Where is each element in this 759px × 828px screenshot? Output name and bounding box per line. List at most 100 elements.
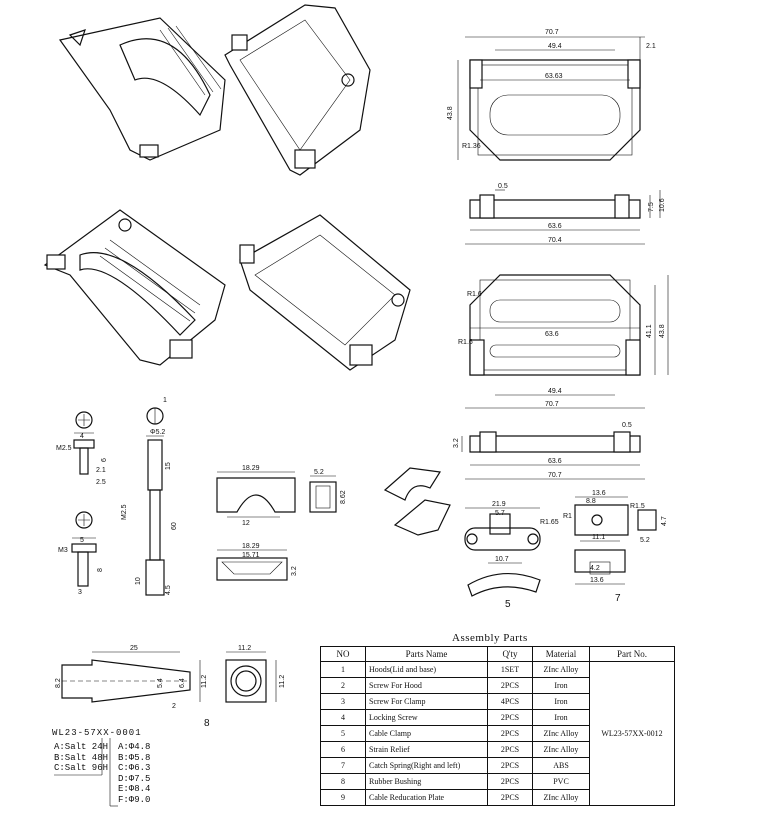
salt-option: B:Salt 48H — [54, 752, 109, 763]
cell-name: Hoods(Lid and base) — [365, 661, 488, 678]
cable-clamp-side: 5.2 8.62 — [309, 469, 347, 513]
dim-lock-15: 15 — [165, 462, 172, 470]
cell-qty: 2PCS — [487, 757, 533, 774]
diameter-option: D:Φ7.5 — [118, 773, 151, 784]
diameter-option: B:Φ5.8 — [118, 752, 151, 763]
dim-side1-inner: 63.6 — [548, 223, 562, 230]
screw-clamp-drawing: 5 M3 8 3 — [58, 511, 104, 596]
dim-spring-inner: 8.8 — [586, 498, 596, 505]
dim-bush-len: 25 — [130, 645, 138, 652]
cell-qty: 2PCS — [487, 709, 533, 726]
diameter-option: E:Φ8.4 — [118, 784, 151, 794]
dim-bush-112c: 11.2 — [279, 675, 286, 688]
dim-side1-h1: 7.5 — [648, 202, 655, 212]
cell-material: Iron — [532, 709, 590, 726]
dim-top-width: 70.7 — [545, 29, 559, 36]
dim-side1-h2: 10.6 — [659, 198, 666, 212]
col-header-no: NO — [320, 646, 366, 662]
dim-clamp-side-h: 8.62 — [340, 490, 347, 504]
dim-top-hole: 63.63 — [545, 73, 563, 80]
cell-qty: 2PCS — [487, 789, 533, 806]
dim-spring-h: 4.7 — [661, 516, 668, 526]
iso-base-top — [224, 4, 371, 176]
dim-screw-hood-d2: 2.5 — [96, 479, 106, 486]
dim-screw-clamp-head: 5 — [80, 537, 84, 544]
order-code-bracket — [54, 738, 118, 807]
dim-top-height: 43.8 — [447, 106, 454, 120]
dim-screw-hood-head: 4 — [80, 433, 84, 440]
strain-relief-drawing: 21.9 5.7 R1.65 10.7 5 — [464, 501, 559, 610]
dim-lock-45: 4.5 — [165, 585, 172, 595]
dim-relief-r: R1.65 — [540, 519, 559, 526]
top-view: 70.7 49.4 2.1 63.63 43.8 R1.36 — [447, 29, 656, 161]
dim-clamp-plan-inner: 15.71 — [242, 552, 260, 559]
dim-bottom-r2: R1.6 — [458, 339, 473, 346]
cell-name: Locking Screw — [365, 709, 488, 726]
dim-bush-112b: 11.2 — [238, 645, 251, 652]
table-row: 9 Cable Reducation Plate 2PCS ZInc Alloy — [320, 789, 675, 806]
table-row: 4 Locking Screw 2PCS Iron — [320, 709, 675, 726]
col-header-partno: Part No. — [589, 646, 675, 662]
dim-relief-w: 21.9 — [492, 501, 506, 508]
dim-clamp-plan-h: 3.2 — [291, 566, 298, 576]
dim-bottom-width: 70.7 — [545, 401, 559, 408]
dim-spring-r15: R1.5 — [630, 503, 645, 510]
item-label-5: 5 — [505, 599, 511, 610]
side-view-2: 3.2 0.5 63.6 70.7 — [453, 422, 645, 480]
dim-screw-clamp-d: 3 — [78, 589, 82, 596]
dim-lock-top: 1 — [163, 397, 167, 404]
catch-spring-drawing: 13.6 8.8 R1.5 R1 11.1 4.7 5.2 4.2 13.6 7 — [563, 490, 668, 604]
dim-spring-111: 11.1 — [592, 534, 605, 541]
diameter-option: F:Φ9.0 — [118, 794, 151, 805]
dim-side2-inner: 63.6 — [548, 458, 562, 465]
cell-name: Catch Spring(Right and left) — [365, 757, 488, 774]
dim-spring-r1: R1 — [563, 513, 572, 520]
dim-bottom-slot: 49.4 — [548, 388, 562, 395]
cell-no: 7 — [320, 757, 366, 774]
cell-qty: 1SET — [487, 661, 533, 678]
cable-clamp-half: 18.29 12 — [216, 465, 296, 527]
salt-options: A:Salt 24H B:Salt 48H C:Salt 96H — [54, 742, 108, 774]
rubber-bushing-drawing: 25 8.2 5.4 6.4 11.2 2 11.2 11.2 8 — [55, 645, 286, 729]
dim-bush-2: 2 — [172, 703, 176, 710]
cell-material: ZInc Alloy — [532, 741, 590, 758]
iso-lid-top — [58, 17, 226, 161]
dim-screw-clamp-len: 8 — [97, 568, 104, 572]
cell-material: ZInc Alloy — [532, 725, 590, 742]
dim-bottom-h1: 41.1 — [646, 324, 653, 338]
cell-no: 6 — [320, 741, 366, 758]
cell-qty: 2PCS — [487, 741, 533, 758]
col-header-material: Material — [532, 646, 590, 662]
assembly-parts-table: NO Parts Name Q'ty Material Part No. 1 H… — [320, 646, 675, 806]
cell-name: Rubber Bushing — [365, 773, 488, 790]
col-header-qty: Q'ty — [487, 646, 533, 662]
dim-bush-112a: 11.2 — [201, 675, 208, 688]
cell-no: 5 — [320, 725, 366, 742]
cell-no: 9 — [320, 789, 366, 806]
dim-top-inner: 49.4 — [548, 43, 562, 50]
cell-name: Strain Relief — [365, 741, 488, 758]
diameter-option: A:Φ4.8 — [118, 742, 151, 752]
dim-screw-clamp-thread: M3 — [58, 547, 68, 554]
dim-spring-w: 13.6 — [592, 490, 606, 497]
dim-clamp-side-w: 5.2 — [314, 469, 324, 476]
col-header-name: Parts Name — [365, 646, 488, 662]
cell-part-no: WL23-57XX-0012 — [589, 661, 675, 806]
cell-material: ZInc Alloy — [532, 661, 590, 678]
cell-qty: 4PCS — [487, 693, 533, 710]
cell-name: Cable Reducation Plate — [365, 789, 488, 806]
dim-spring-52: 5.2 — [640, 537, 650, 544]
order-code: WL23-57XX-0001 — [52, 728, 142, 738]
diameter-options: A:Φ4.8 B:Φ5.8 C:Φ6.3 D:Φ7.5 E:Φ8.4 F:Φ9.… — [118, 742, 150, 805]
cell-qty: 2PCS — [487, 773, 533, 790]
cell-qty: 2PCS — [487, 677, 533, 694]
dim-side1-gap: 0.5 — [498, 183, 508, 190]
dim-bottom-inner: 63.6 — [545, 331, 559, 338]
dim-spring-42: 4.2 — [590, 565, 600, 572]
dim-relief-tab: 5.7 — [495, 510, 505, 517]
cell-material: Iron — [532, 693, 590, 710]
dim-bush-82: 8.2 — [55, 678, 62, 688]
table-header-row: NO Parts Name Q'ty Material Part No. — [320, 646, 675, 662]
cell-no: 3 — [320, 693, 366, 710]
salt-option: A:Salt 24H — [54, 742, 109, 752]
